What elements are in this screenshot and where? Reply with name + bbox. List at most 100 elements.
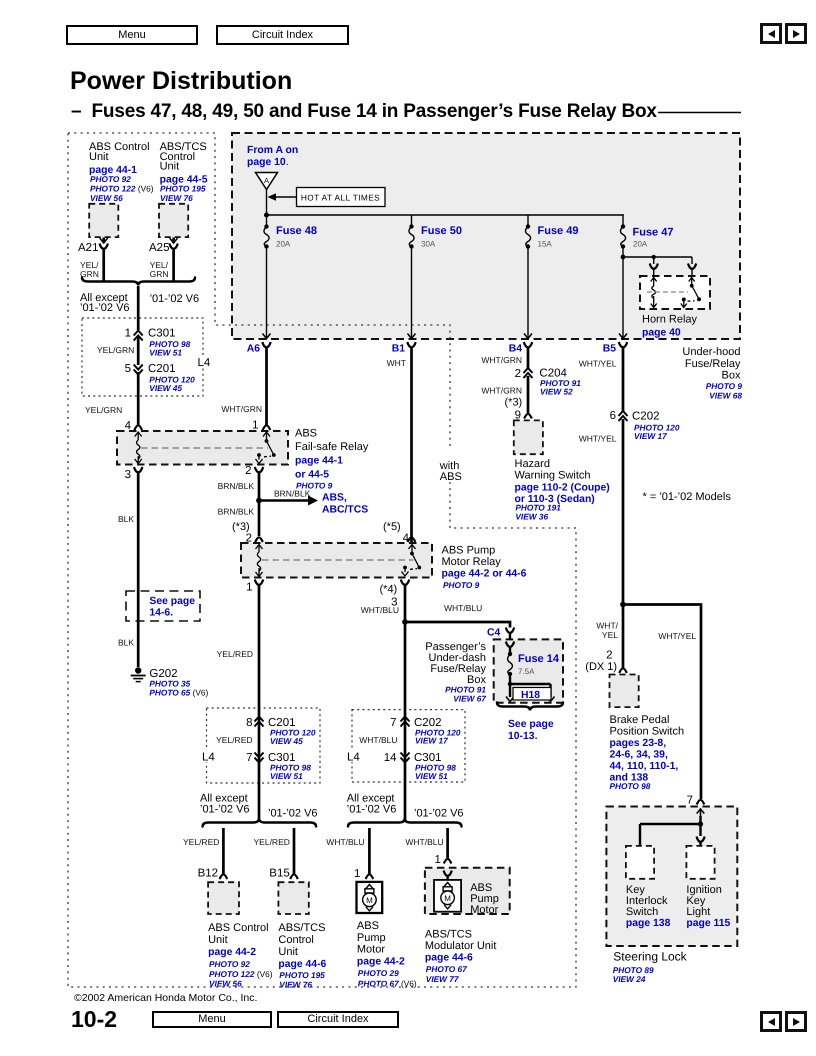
svg-text:PHOTO 98: PHOTO 98 (149, 339, 190, 349)
svg-text:ABS: ABS (357, 920, 379, 932)
svg-text:ABS Control: ABS Control (89, 141, 150, 153)
svg-text:YEL/GRN: YEL/GRN (85, 405, 122, 415)
svg-text:’01-’02 V6: ’01-’02 V6 (347, 804, 397, 816)
svg-text:WHT/BLU: WHT/BLU (359, 735, 397, 745)
svg-text:M: M (366, 896, 373, 905)
svg-text:A: A (264, 176, 269, 185)
svg-text:ABS: ABS (295, 428, 317, 440)
svg-text:L4: L4 (198, 357, 211, 369)
svg-text:1: 1 (435, 854, 441, 866)
svg-text:GRN: GRN (150, 269, 169, 279)
svg-text:PHOTO 92: PHOTO 92 (90, 174, 131, 184)
svg-text:Warning Switch: Warning Switch (515, 470, 591, 482)
svg-text:1: 1 (252, 420, 258, 432)
svg-text:PHOTO 91: PHOTO 91 (445, 685, 486, 695)
svg-text:YEL: YEL (602, 630, 618, 640)
svg-text:WHT/YEL: WHT/YEL (579, 434, 617, 444)
svg-text:Key: Key (686, 895, 705, 907)
svg-text:VIEW 51: VIEW 51 (415, 771, 448, 781)
svg-text:Under-dash: Under-dash (429, 652, 486, 664)
svg-text:Motor Relay: Motor Relay (442, 556, 502, 568)
svg-text:B12: B12 (198, 868, 218, 880)
svg-text:page 44-2: page 44-2 (357, 957, 405, 968)
svg-text:Box: Box (722, 370, 741, 382)
svg-text:M: M (444, 894, 451, 903)
svg-text:PHOTO 35: PHOTO 35 (149, 679, 190, 689)
svg-text:20A: 20A (633, 240, 648, 249)
svg-text:C201: C201 (268, 717, 296, 729)
svg-text:B1: B1 (392, 344, 406, 355)
svg-text:Motor: Motor (357, 944, 385, 956)
svg-text:Fuse/Relay: Fuse/Relay (430, 663, 486, 675)
svg-text:HOT AT ALL TIMES: HOT AT ALL TIMES (301, 193, 380, 203)
svg-text:PHOTO 67 (V6): PHOTO 67 (V6) (358, 979, 417, 989)
svg-text:WHT/BLU: WHT/BLU (444, 603, 482, 613)
svg-text:YEL/: YEL/ (150, 260, 169, 270)
svg-text:VIEW 45: VIEW 45 (270, 736, 303, 746)
svg-text:L4: L4 (347, 752, 360, 764)
svg-text:page 138: page 138 (626, 918, 671, 929)
svg-text:VIEW 68: VIEW 68 (709, 391, 742, 401)
svg-text:Steering Lock: Steering Lock (613, 950, 687, 964)
svg-text:PHOTO 195: PHOTO 195 (160, 184, 206, 194)
svg-text:WHT/YEL: WHT/YEL (658, 631, 696, 641)
svg-text:Fuse 14: Fuse 14 (518, 653, 560, 665)
svg-text:L4: L4 (202, 752, 215, 764)
svg-text:PHOTO 92: PHOTO 92 (209, 959, 250, 969)
svg-text:4: 4 (403, 533, 410, 545)
svg-text:VIEW 17: VIEW 17 (634, 431, 667, 441)
svg-text:8: 8 (246, 717, 252, 729)
svg-text:Ignition: Ignition (686, 884, 721, 896)
svg-text:BRN/BLK: BRN/BLK (218, 481, 255, 491)
svg-text:ABS Control: ABS Control (208, 922, 269, 934)
svg-text:7: 7 (390, 717, 396, 729)
svg-text:PHOTO 98: PHOTO 98 (610, 781, 651, 791)
svg-text:BLK: BLK (118, 638, 134, 648)
svg-text:Control: Control (160, 151, 195, 163)
svg-text:(*3): (*3) (505, 397, 523, 409)
svg-text:A25: A25 (149, 242, 169, 254)
svg-text:VIEW 51: VIEW 51 (149, 348, 182, 358)
svg-text:7: 7 (687, 795, 693, 807)
svg-text:* = ’01-’02 Models: * = ’01-’02 Models (643, 491, 732, 503)
svg-text:4: 4 (125, 420, 132, 432)
svg-text:page 44-1: page 44-1 (89, 165, 137, 176)
svg-text:Under-hood: Under-hood (682, 346, 740, 358)
svg-text:20A: 20A (276, 240, 291, 249)
svg-text:VIEW 51: VIEW 51 (270, 771, 303, 781)
svg-text:15A: 15A (538, 240, 553, 249)
svg-text:page 44-2 or 44-6: page 44-2 or 44-6 (442, 569, 527, 580)
svg-text:Interlock: Interlock (626, 895, 668, 907)
svg-text:PHOTO 65 (V6): PHOTO 65 (V6) (149, 688, 208, 698)
svg-text:Unit: Unit (208, 934, 228, 946)
svg-text:Light: Light (686, 906, 710, 918)
svg-text:B15: B15 (269, 868, 289, 880)
svg-text:H18: H18 (521, 690, 540, 701)
svg-text:ABS: ABS (470, 882, 492, 894)
svg-text:WHT: WHT (387, 358, 406, 368)
svg-text:Box: Box (467, 674, 486, 686)
svg-text:PHOTO 91: PHOTO 91 (540, 378, 581, 388)
svg-text:1: 1 (354, 868, 360, 880)
svg-text:page 44-1: page 44-1 (295, 456, 343, 467)
svg-text:ABC/TCS: ABC/TCS (322, 505, 368, 516)
svg-text:VIEW 77: VIEW 77 (426, 974, 459, 984)
svg-text:From A on: From A on (247, 145, 298, 156)
svg-text:44, 110, 110-1,: 44, 110, 110-1, (610, 761, 679, 772)
svg-text:PHOTO 191: PHOTO 191 (515, 503, 561, 513)
svg-text:’01-’02 V6: ’01-’02 V6 (268, 808, 318, 820)
svg-text:WHT/: WHT/ (596, 621, 618, 631)
svg-text:Pump: Pump (357, 932, 386, 944)
svg-text:’01-’02 V6: ’01-’02 V6 (200, 804, 250, 816)
svg-text:(*4): (*4) (380, 584, 398, 596)
svg-text:C201: C201 (148, 363, 176, 375)
svg-text:C301: C301 (268, 752, 296, 764)
svg-text:2: 2 (515, 368, 521, 380)
svg-text:3: 3 (125, 469, 131, 481)
svg-text:BLK: BLK (118, 514, 134, 524)
svg-text:YEL/RED: YEL/RED (216, 735, 252, 745)
svg-text:2: 2 (606, 650, 612, 662)
svg-text:7.5A: 7.5A (518, 667, 535, 676)
svg-text:See page: See page (508, 719, 554, 730)
svg-text:3: 3 (391, 597, 397, 609)
